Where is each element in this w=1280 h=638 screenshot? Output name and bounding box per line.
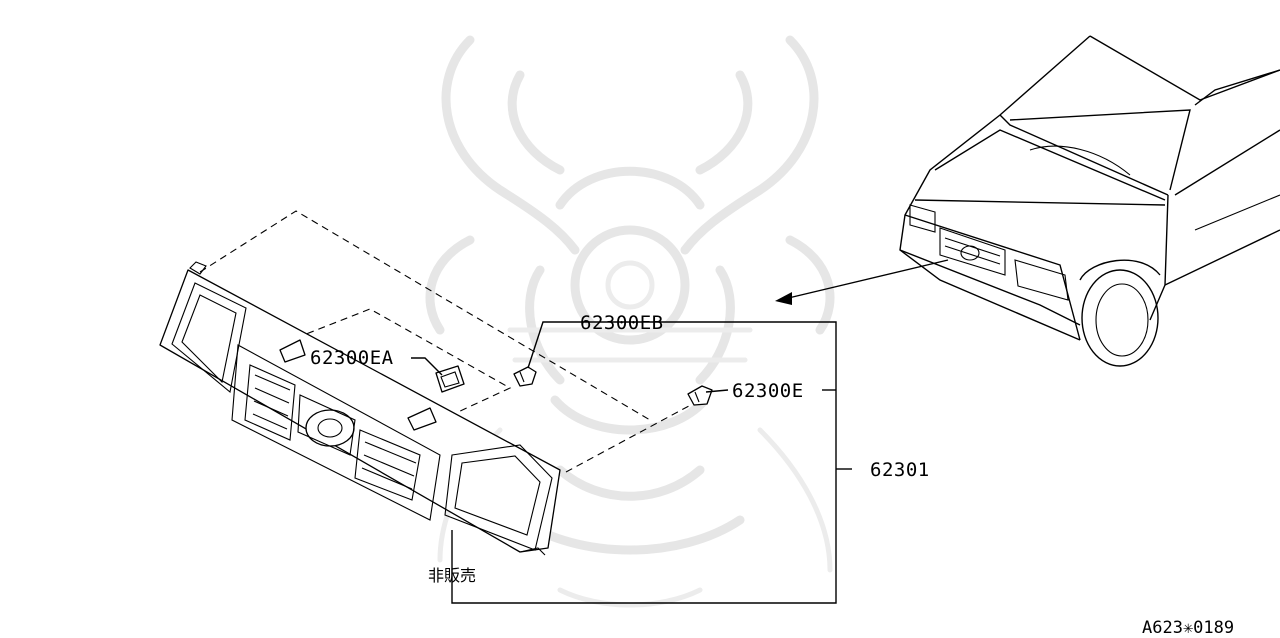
samurai-helmet-watermark-icon	[425, 35, 835, 608]
not-for-sale-label: 非販売	[428, 566, 476, 585]
clip-62300EB-icon	[513, 366, 537, 387]
part-label-62300EB: 62300EB	[580, 312, 664, 334]
pickup-truck-front-view-icon	[899, 35, 1280, 367]
assembly-guide-lines	[199, 210, 701, 473]
leader-lines	[411, 321, 852, 604]
part-label-62301: 62301	[870, 459, 930, 481]
arrow-pointer-icon	[775, 259, 949, 305]
part-label-62300EA: 62300EA	[310, 347, 394, 369]
part-label-62300E: 62300E	[732, 380, 804, 402]
front-grille-assembly-icon	[159, 261, 561, 556]
clip-62300EA-icon	[435, 365, 465, 393]
clip-62300E-icon	[687, 385, 713, 406]
diagram-code: A623✳0189	[1142, 618, 1234, 638]
